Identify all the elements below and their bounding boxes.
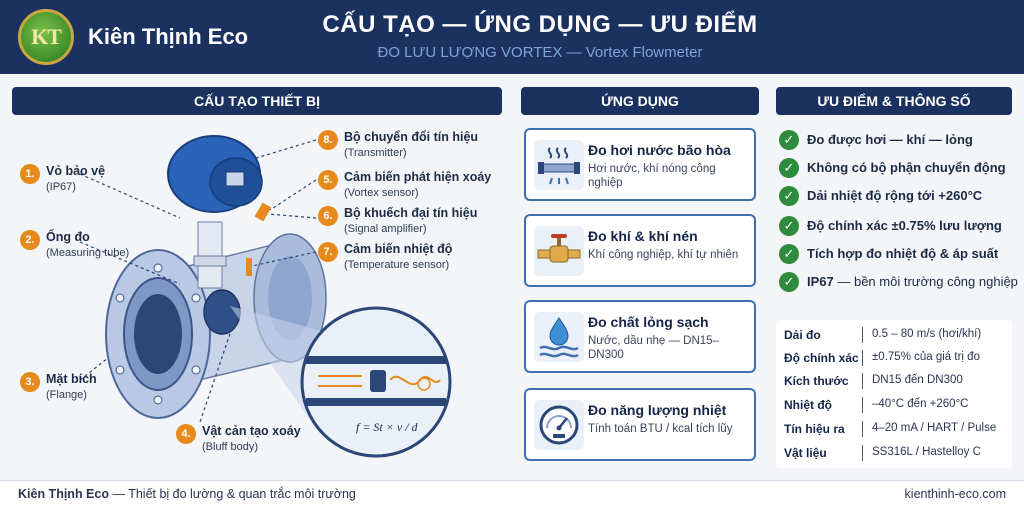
- spec-value: DN15 đến DN300: [872, 374, 963, 386]
- callout-number: 8.: [318, 130, 338, 150]
- callout-number: 5.: [318, 170, 338, 190]
- spec-row: Kích thước DN15 đến DN300: [776, 370, 1012, 393]
- check-icon: ✓: [779, 272, 799, 292]
- callout-title: Ống đo: [46, 230, 90, 244]
- footer: Kiên Thịnh Eco — Thiết bị đo lường & qua…: [0, 480, 1024, 506]
- check-icon: ✓: [779, 158, 799, 178]
- callout-title: Bộ chuyển đổi tín hiệu: [344, 130, 479, 144]
- spec-row: Tín hiệu ra 4–20 mA / HART / Pulse: [776, 418, 1012, 441]
- spec-value: ±0.75% của giá trị đo: [872, 351, 980, 363]
- advantage-text: Tích hợp đo nhiệt độ & áp suất: [807, 246, 999, 261]
- card-title: Đo khí & khí nén: [588, 228, 698, 244]
- water-drop-icon: [534, 312, 584, 362]
- header: KT Kiên Thịnh Eco CẤU TẠO — ỨNG DỤNG — Ư…: [0, 0, 1024, 74]
- card-title: Đo hơi nước bão hòa: [588, 142, 731, 158]
- spec-table: Dải đo 0.5 – 80 m/s (hơi/khí) Độ chính x…: [776, 320, 1012, 468]
- spec-key: Vật liệu: [784, 446, 827, 460]
- card-description: Tính toán BTU / kcal tích lũy: [588, 423, 733, 435]
- spec-row: Nhiệt độ –40°C đến +260°C: [776, 394, 1012, 417]
- spec-key: Nhiệt độ: [784, 398, 832, 412]
- card-description: Hơi nước, khí nóng công nghiệp: [588, 163, 716, 189]
- spec-key: Độ chính xác: [784, 351, 859, 365]
- callout-number: 6.: [318, 206, 338, 226]
- callout-number: 2.: [20, 230, 40, 250]
- spec-row: Dải đo 0.5 – 80 m/s (hơi/khí): [776, 324, 1012, 347]
- advantage-text: Độ chính xác ±0.75% lưu lượng: [807, 218, 1002, 233]
- callout-number: 3.: [20, 372, 40, 392]
- steam-pipe-icon: [534, 140, 584, 190]
- callout-title: Bộ khuếch đại tín hiệu: [344, 206, 478, 220]
- page-title: CẤU TẠO — ỨNG DỤNG — ƯU ĐIỂM: [322, 11, 758, 38]
- check-icon: ✓: [779, 130, 799, 150]
- spec-divider: [862, 445, 863, 461]
- spec-value: 4–20 mA / HART / Pulse: [872, 422, 997, 434]
- spec-value: –40°C đến +260°C: [872, 398, 969, 410]
- flowmeter-illustration: [79, 135, 452, 458]
- spec-value: SS316L / Hastelloy C: [872, 446, 981, 458]
- spec-value: 0.5 – 80 m/s (hơi/khí): [872, 328, 982, 340]
- callout-title: Vật cản tạo xoáy: [202, 424, 301, 438]
- gauge-icon: [534, 400, 584, 450]
- check-icon: ✓: [779, 216, 799, 236]
- spec-key: Kích thước: [784, 374, 849, 388]
- check-icon: ✓: [779, 244, 799, 264]
- page-subtitle: ĐO LƯU LƯỢNG VORTEX — Vortex Flowmeter: [377, 44, 703, 61]
- footer-text: Kiên Thịnh Eco — Thiết bị đo lường & qua…: [18, 487, 356, 501]
- callout-title: Vỏ bảo vệ: [46, 164, 106, 178]
- section-head-applications: ỨNG DỤNG: [521, 87, 759, 115]
- callout-subtitle: (Transmitter): [344, 147, 407, 159]
- spec-divider: [862, 421, 863, 437]
- callout-number: 4.: [176, 424, 196, 444]
- spec-key: Tín hiệu ra: [784, 422, 845, 436]
- callout-number: 7.: [318, 242, 338, 262]
- callout-subtitle: (Vortex sensor): [344, 187, 419, 199]
- advantage-text: Đo được hơi — khí — lỏng: [807, 132, 973, 147]
- card-title: Đo năng lượng nhiệt: [588, 402, 727, 418]
- check-icon: ✓: [779, 186, 799, 206]
- callout-title: Cảm biến nhiệt độ: [344, 242, 453, 256]
- footer-url-link[interactable]: kienthinh-eco.com: [904, 487, 1006, 501]
- logo-text: KT: [31, 24, 62, 49]
- advantage-text: IP67 — bền môi trường công nghiệp: [807, 274, 1018, 289]
- spec-divider: [862, 350, 863, 366]
- callout-subtitle: (Measuring tube): [46, 247, 130, 259]
- spec-row: Vật liệu SS316L / Hastelloy C: [776, 442, 1012, 465]
- callout-subtitle: (Bluff body): [202, 441, 259, 453]
- callout-subtitle: (Flange): [46, 389, 87, 401]
- application-card: Đo năng lượng nhiệt Tính toán BTU / kcal…: [524, 388, 756, 461]
- gas-valve-icon: [534, 226, 584, 276]
- application-card: Đo khí & khí nén Khí công nghiệp, khí tự…: [524, 214, 756, 287]
- callout-subtitle: (IP67): [46, 181, 76, 193]
- callout-title: Mặt bích: [46, 372, 97, 386]
- section-head-advantages: ƯU ĐIỂM & THÔNG SỐ: [776, 87, 1012, 115]
- formula: f = St × v / d: [356, 420, 418, 434]
- advantage-text: Dải nhiệt độ rộng tới +260°C: [807, 188, 983, 203]
- spec-key: Dải đo: [784, 328, 821, 342]
- callout-title: Cảm biến phát hiện xoáy: [344, 170, 492, 184]
- spec-divider: [862, 327, 863, 343]
- section-head-structure: CẤU TẠO THIẾT BỊ: [12, 87, 502, 115]
- flowmeter-diagram: f = St × v / d 1. Vỏ bảo vệ (IP67) 2. Ốn…: [0, 118, 512, 476]
- spec-divider: [862, 397, 863, 413]
- card-title: Đo chất lỏng sạch: [588, 314, 709, 330]
- advantage-text: Không có bộ phận chuyển động: [807, 160, 1006, 175]
- brand-name: Kiên Thịnh Eco: [88, 24, 249, 49]
- card-description: Khí công nghiệp, khí tự nhiên: [588, 249, 739, 261]
- card-description: Nước, dầu nhẹ — DN15–DN300: [588, 335, 719, 361]
- callout-number: 1.: [20, 164, 40, 184]
- spec-row: Độ chính xác ±0.75% của giá trị đo: [776, 347, 1012, 370]
- logo: KT: [18, 9, 74, 65]
- application-card: Đo chất lỏng sạch Nước, dầu nhẹ — DN15–D…: [524, 300, 756, 373]
- callout-subtitle: (Temperature sensor): [344, 259, 450, 271]
- callout-subtitle: (Signal amplifier): [344, 223, 427, 235]
- spec-divider: [862, 373, 863, 389]
- application-card: Đo hơi nước bão hòa Hơi nước, khí nóng c…: [524, 128, 756, 201]
